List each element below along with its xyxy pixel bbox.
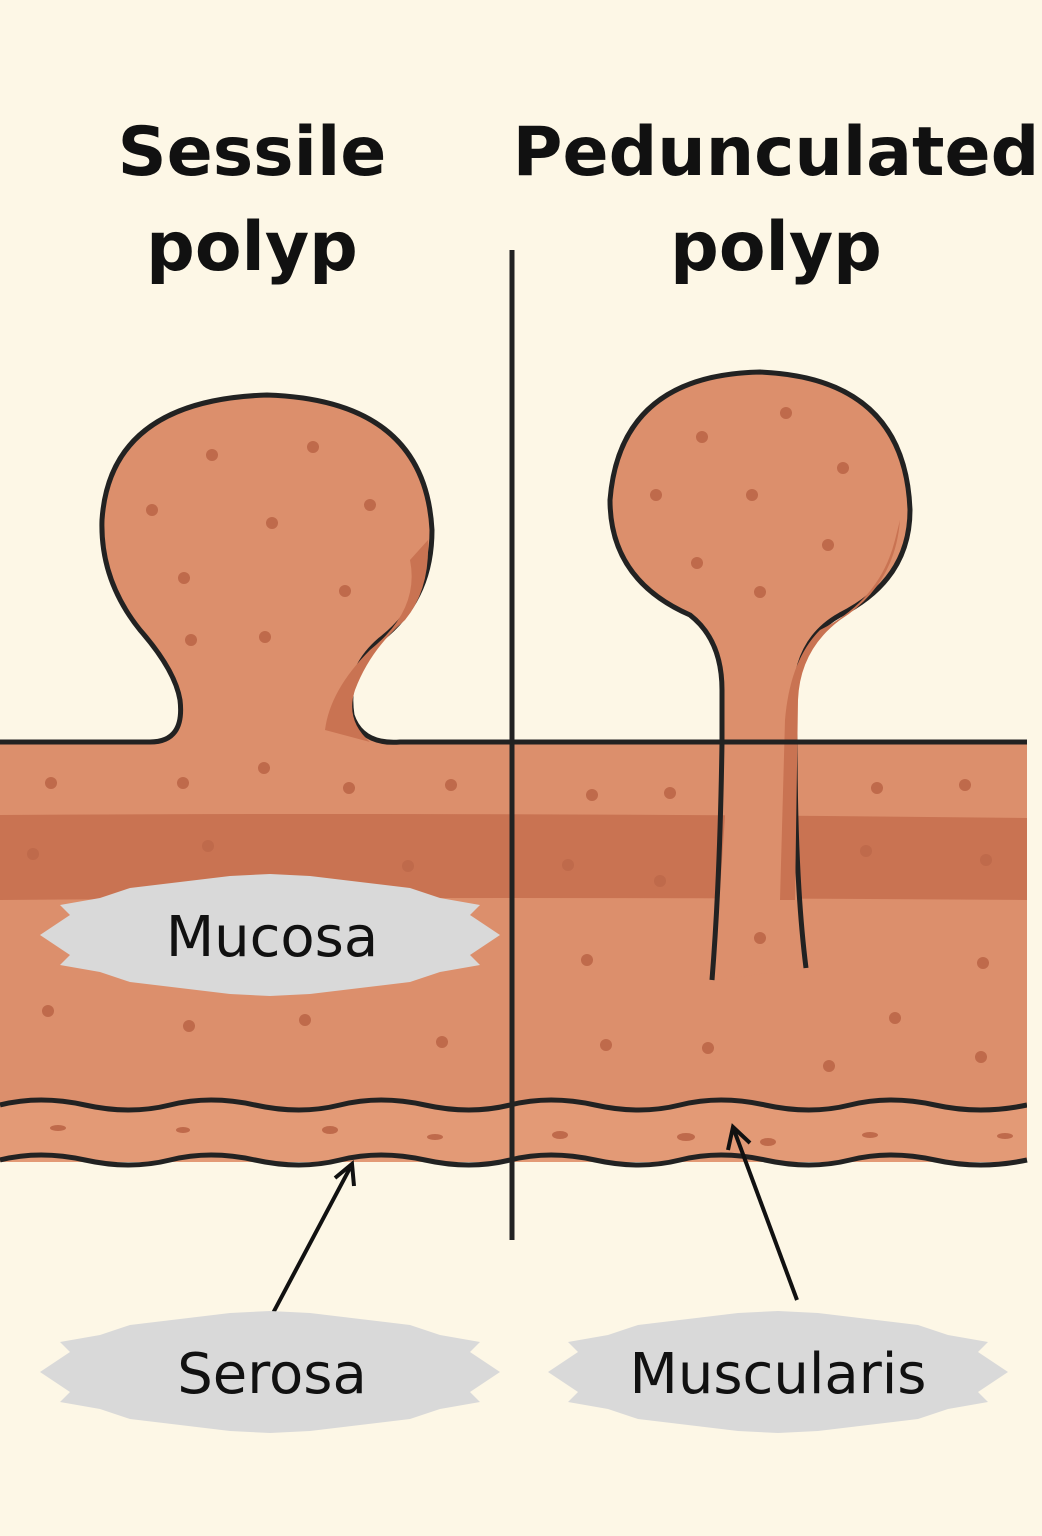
title-pedunculated-line1: Pedunculated	[513, 113, 1040, 192]
serosa-label: Serosa	[177, 1342, 367, 1407]
title-sessile-line2: polyp	[146, 208, 358, 287]
muscularis-arrow	[732, 1129, 799, 1301]
sessile-polyp	[0, 392, 512, 745]
pedunculated-polyp	[512, 369, 1027, 981]
mucosa-label: Mucosa	[166, 905, 378, 970]
title-sessile-line1: Sessile	[118, 113, 387, 192]
mucosa-label-badge: Mucosa	[40, 874, 500, 996]
muscularis-label-badge: Muscularis	[548, 1311, 1008, 1433]
arrows	[270, 1123, 799, 1316]
title-pedunculated-line2: polyp	[670, 208, 882, 287]
serosa-arrow	[270, 1167, 352, 1316]
serosa-label-badge: Serosa	[40, 1311, 500, 1433]
tissue-dots	[27, 407, 1013, 1146]
muscularis-label: Muscularis	[630, 1342, 927, 1407]
